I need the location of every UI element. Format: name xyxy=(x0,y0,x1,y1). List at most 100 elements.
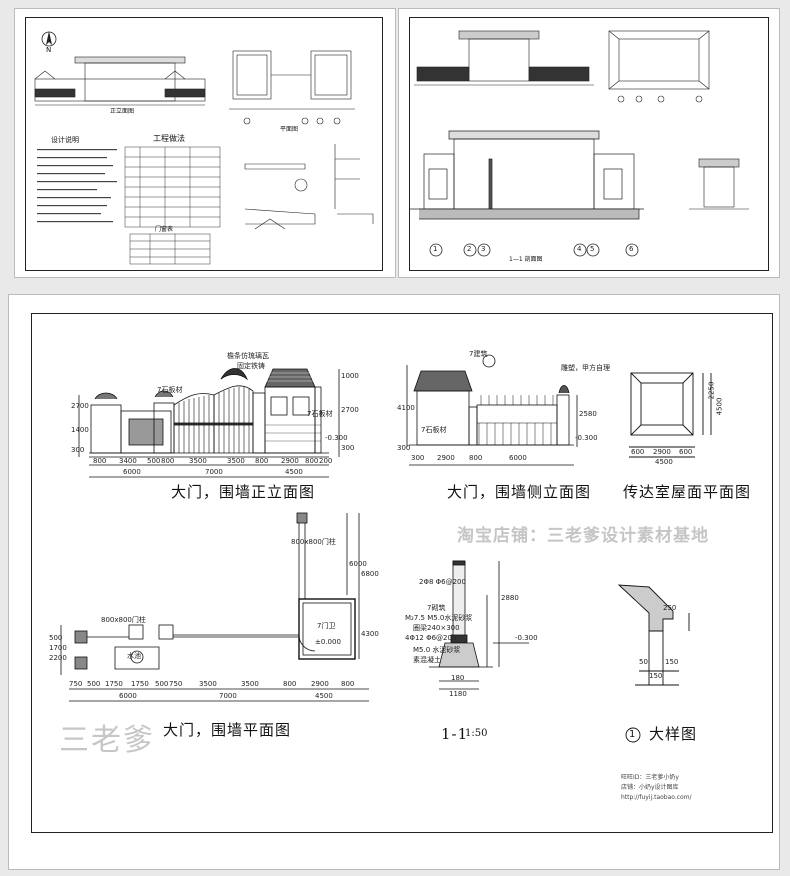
section-level: -0.300 xyxy=(515,634,538,642)
plan-dim-6: 3500 xyxy=(199,680,217,688)
annot-cast-iron: 固定铁铸 xyxy=(237,362,265,370)
section-dim-0: 180 xyxy=(451,674,465,682)
front-total-1: 7000 xyxy=(205,468,223,476)
title-section: 1-1 xyxy=(441,725,469,743)
mini-elevation-2 xyxy=(414,30,594,86)
mini-plan-label: 平面图 xyxy=(280,126,299,133)
plan-r-1: 6800 xyxy=(361,570,379,578)
roof-dim-5: 4500 xyxy=(715,397,724,416)
plan-total-1: 7000 xyxy=(219,692,237,700)
axis-6: 6 xyxy=(629,245,634,253)
section-note-1: 7砌筑 xyxy=(427,604,446,612)
roof-dim-3: 4500 xyxy=(655,458,673,466)
mini-front-elevation xyxy=(34,56,206,106)
plan-r-0: 6000 xyxy=(349,560,367,568)
front-dim-7: 2900 xyxy=(281,457,299,465)
front-total-0: 6000 xyxy=(123,468,141,476)
side-dim-0: 300 xyxy=(411,454,425,462)
north-label: N xyxy=(46,46,52,54)
annot-building: 7建筑 xyxy=(469,350,488,358)
section-dim-1: 1180 xyxy=(449,690,467,698)
plan-total-2: 4500 xyxy=(315,692,333,700)
watermark-brand: 三老爹 xyxy=(59,723,155,758)
section-note-3: 圈梁240×300 xyxy=(413,624,460,632)
section-drawing xyxy=(409,130,644,220)
plan-dim-4: 500 xyxy=(155,680,169,688)
title-side-elevation: 大门，围墙侧立面图 xyxy=(447,483,592,501)
main-drawing-sheet: 檐条仿琉璃瓦 固定铁铸 7石板材 7石板材 -0.300 2700 1400 3… xyxy=(8,294,780,870)
front-dim-4: 3500 xyxy=(189,457,207,465)
front-rh-2: 2700 xyxy=(341,406,359,414)
section-note-5: M5.0 水泥砂浆 xyxy=(413,646,461,654)
front-dim-1: 3400 xyxy=(119,457,137,465)
section-dim-2: 2880 xyxy=(501,594,519,602)
front-dim-2: 500 xyxy=(147,457,161,465)
axis-5: 5 xyxy=(590,245,595,253)
level-room: ±0.000 xyxy=(315,638,341,646)
roof-plan xyxy=(629,372,712,458)
plan-r-2: 4300 xyxy=(361,630,379,638)
notes-title: 设计说明 xyxy=(51,136,79,144)
annot-glazed-tile: 檐条仿琉璃瓦 xyxy=(227,352,269,360)
roof-dim-2: 600 xyxy=(679,448,693,456)
section-note-6: 素混凝土 xyxy=(413,656,441,664)
sheet-frame-2 xyxy=(409,17,769,271)
title-plan: 大门，围墙平面图 xyxy=(163,721,292,739)
plan-dim-5: 750 xyxy=(169,680,183,688)
plan-dim-3: 1750 xyxy=(131,680,149,688)
plan-dim-7: 3500 xyxy=(241,680,259,688)
main-drawings xyxy=(60,354,712,743)
annot-room: 7门卫 xyxy=(317,622,336,630)
front-dim-8: 800 xyxy=(305,457,319,465)
axis-bubbles xyxy=(429,243,639,257)
works-table-title: 工程做法 xyxy=(153,134,185,143)
plan-total-0: 6000 xyxy=(119,692,137,700)
right-detail xyxy=(689,158,749,210)
wall-section xyxy=(429,560,529,690)
front-h-3: 300 xyxy=(71,446,85,454)
title-front-elevation: 大门，围墙正立面图 xyxy=(171,483,316,501)
annot-pool: 水池 xyxy=(127,652,141,660)
plan-dim-8: 800 xyxy=(283,680,297,688)
plan-l-2: 500 xyxy=(49,634,63,642)
annot-stone-2: 7石板材 xyxy=(307,410,333,418)
front-rh-3: 300 xyxy=(341,444,355,452)
roof-dim-4: 2250 xyxy=(707,381,716,400)
axis-2: 2 xyxy=(467,245,472,253)
annot-sculpture: 雕塑，甲方自理 xyxy=(561,364,610,372)
credit-id: 旺旺ID：三老爹小奶y xyxy=(621,774,679,781)
credit-url: http://fuyij.taobao.com/ xyxy=(621,794,692,801)
mini-details xyxy=(244,144,374,230)
annot-post: 800x800门柱 xyxy=(291,538,336,546)
mini-roof-plan xyxy=(608,30,710,103)
detail-dim-0: 250 xyxy=(663,604,677,612)
section-label: 1—1 剖面图 xyxy=(509,256,543,263)
front-dim-9: 200 xyxy=(319,457,333,465)
title-detail: 大样图 xyxy=(649,725,698,743)
mini-front-label: 正立面图 xyxy=(110,108,135,115)
drawing-sheet-top-left: N 正立面图 平面图 设计说明 工程做法 门窗表 xyxy=(14,8,396,278)
axis-1: 1 xyxy=(433,245,438,253)
side-h-2: 2580 xyxy=(579,410,597,418)
front-dim-0: 800 xyxy=(93,457,107,465)
top-left-drawings xyxy=(34,31,374,265)
plan-dim-0: 750 xyxy=(69,680,83,688)
credit-shop: 店铺：小奶y设计图库 xyxy=(621,784,679,791)
detail-dim-3: 150 xyxy=(649,672,663,680)
door-window-table-title: 门窗表 xyxy=(155,226,174,233)
section-note-4: 4Φ12 Φ6@200 xyxy=(405,634,457,642)
detail-number: 1 xyxy=(629,729,636,740)
plan-l-1: 1700 xyxy=(49,644,67,652)
main-sheet-frame xyxy=(31,313,773,833)
top-right-drawings xyxy=(409,30,749,257)
title-roof-plan: 传达室屋面平面图 xyxy=(623,483,752,501)
side-h-3: 300 xyxy=(397,444,411,452)
detail-dim-2: 150 xyxy=(665,658,679,666)
detail-dim-1: 50 xyxy=(639,658,648,666)
roof-dim-0: 600 xyxy=(631,448,645,456)
notes-block xyxy=(37,149,117,223)
gate-plan xyxy=(60,512,369,702)
plan-l-0: 2200 xyxy=(49,654,67,662)
level-side: -0.300 xyxy=(575,434,598,442)
front-dim-6: 800 xyxy=(255,457,269,465)
